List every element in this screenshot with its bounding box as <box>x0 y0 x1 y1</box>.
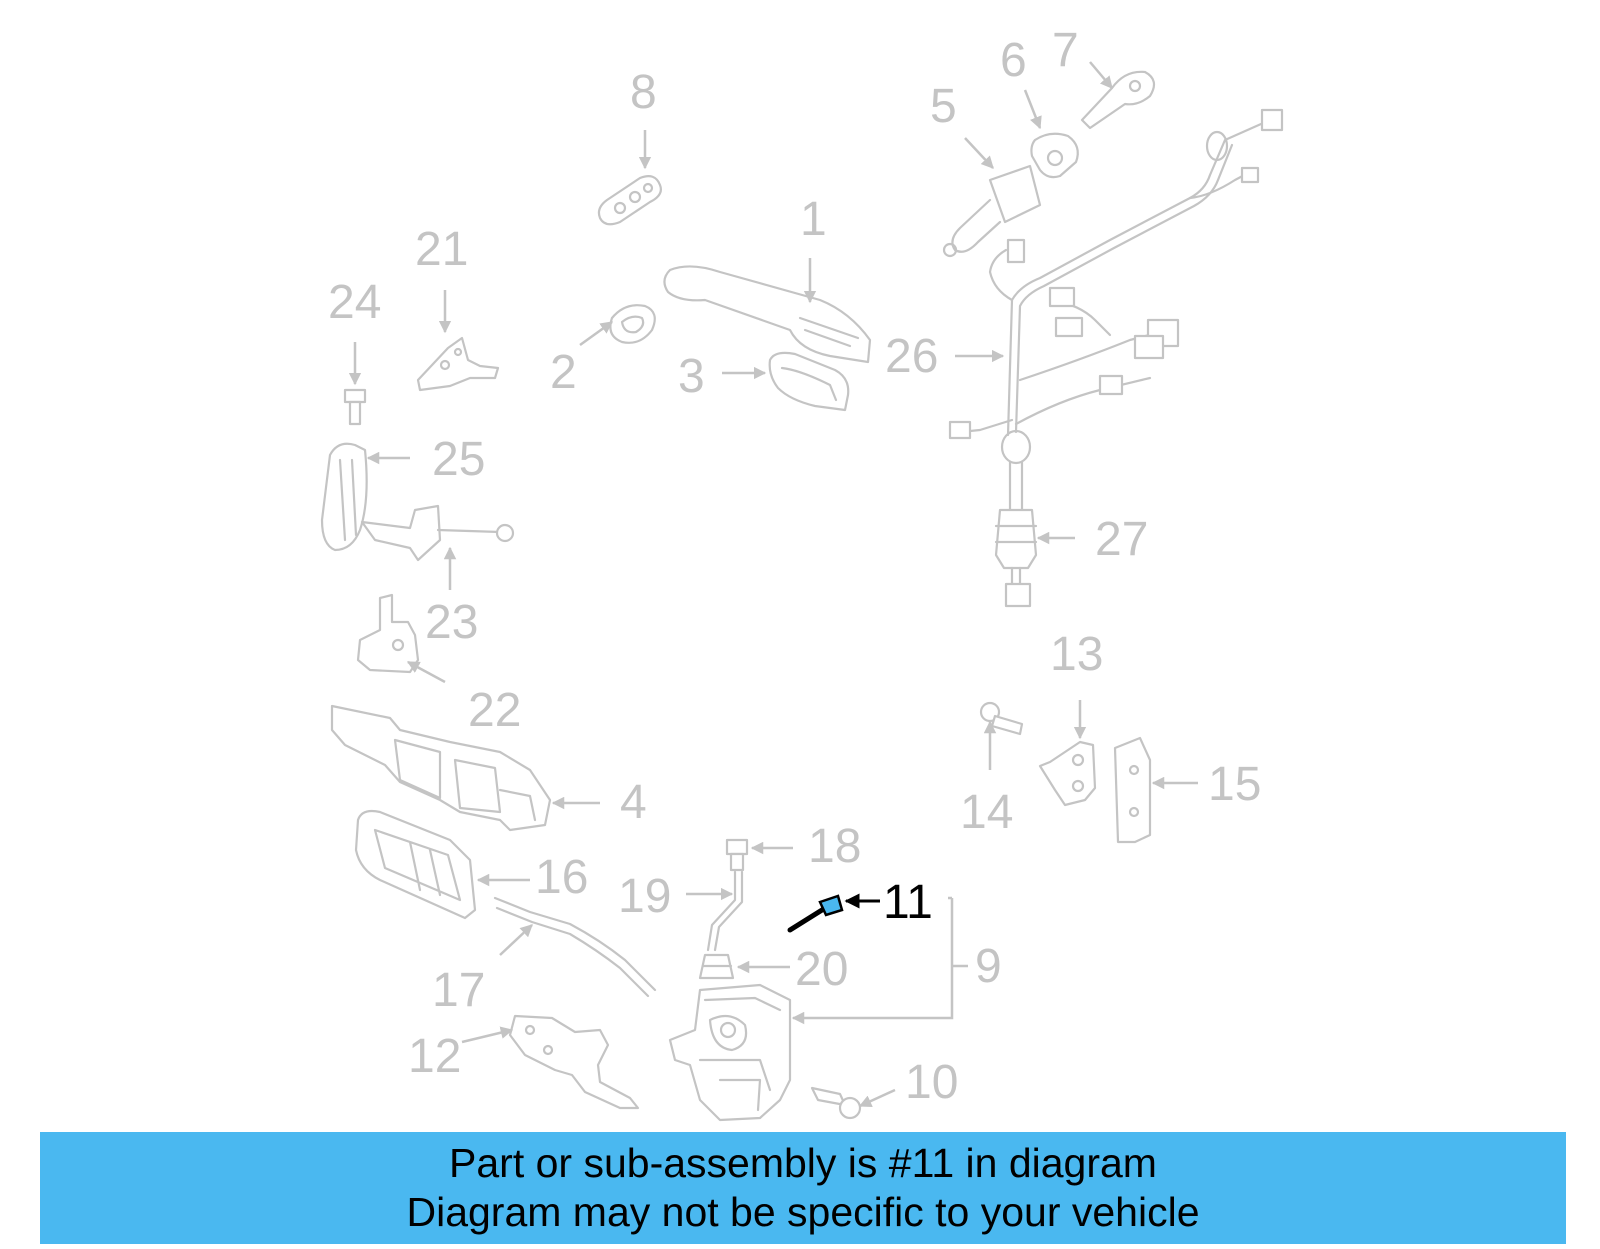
part-22-bracket <box>356 593 446 684</box>
callout-5: 5 <box>930 80 957 133</box>
part-27-grommet <box>994 429 1075 608</box>
part-12-bracket <box>461 1014 640 1110</box>
part-24-bolt <box>343 342 367 426</box>
callout-27: 27 <box>1095 513 1148 566</box>
part-25-check-cover <box>320 442 410 552</box>
part-11-highlighted <box>787 893 880 933</box>
callout-3: 3 <box>678 350 705 403</box>
part-15-plate <box>1113 736 1198 844</box>
part-16-inner-handle <box>354 809 530 920</box>
callout-11: 11 <box>883 876 933 929</box>
part-20-grommet <box>698 953 790 980</box>
banner-line-1: Part or sub-assembly is #11 in diagram <box>449 1140 1157 1186</box>
callout-1: 1 <box>800 193 827 246</box>
part-19-rod <box>686 870 744 952</box>
part-7-lever <box>1080 61 1156 130</box>
callout-6: 6 <box>1000 34 1027 87</box>
callout-7: 7 <box>1052 24 1079 77</box>
part-23-check-strap <box>360 504 515 590</box>
banner-line-2: Diagram may not be specific to your vehi… <box>406 1189 1200 1235</box>
part-5-lock-cylinder <box>942 137 1042 258</box>
callout-25: 25 <box>432 433 485 486</box>
callout-26: 26 <box>885 330 938 383</box>
part-18-screw <box>725 838 793 872</box>
callout-20: 20 <box>795 943 848 996</box>
part-1-outer-handle <box>663 258 872 364</box>
callout-22: 22 <box>468 684 521 737</box>
callout-10: 10 <box>905 1056 958 1109</box>
callout-14: 14 <box>960 786 1013 839</box>
part-10-bolt <box>810 1086 896 1120</box>
callout-19: 19 <box>618 870 671 923</box>
part-8-key-fob <box>597 130 662 226</box>
callout-15: 15 <box>1208 758 1261 811</box>
callout-23: 23 <box>425 596 478 649</box>
part-14-bolt <box>979 701 1024 770</box>
callout-18: 18 <box>808 820 861 873</box>
callout-2: 2 <box>550 346 577 399</box>
callout-12: 12 <box>408 1030 461 1083</box>
callout-9: 9 <box>975 940 1002 993</box>
part-6-lock-cap <box>1023 89 1079 179</box>
callout-16: 16 <box>535 851 588 904</box>
callout-21: 21 <box>415 223 468 276</box>
info-banner: Part or sub-assembly is #11 in diagram D… <box>40 1132 1566 1244</box>
part-9-latch <box>668 896 968 1122</box>
part-2-gasket <box>579 304 656 347</box>
part-3-bezel <box>722 351 850 412</box>
callout-17: 17 <box>432 964 485 1017</box>
callout-4: 4 <box>620 776 647 829</box>
callout-24: 24 <box>328 276 381 329</box>
part-13-hinge-plate <box>1038 700 1097 807</box>
part-4-carrier <box>330 704 600 832</box>
part-21-bracket <box>416 290 500 392</box>
callout-13: 13 <box>1050 628 1103 681</box>
callout-8: 8 <box>630 66 657 119</box>
part-26-wiring-harness <box>948 108 1284 440</box>
part-17-cable <box>493 896 657 998</box>
